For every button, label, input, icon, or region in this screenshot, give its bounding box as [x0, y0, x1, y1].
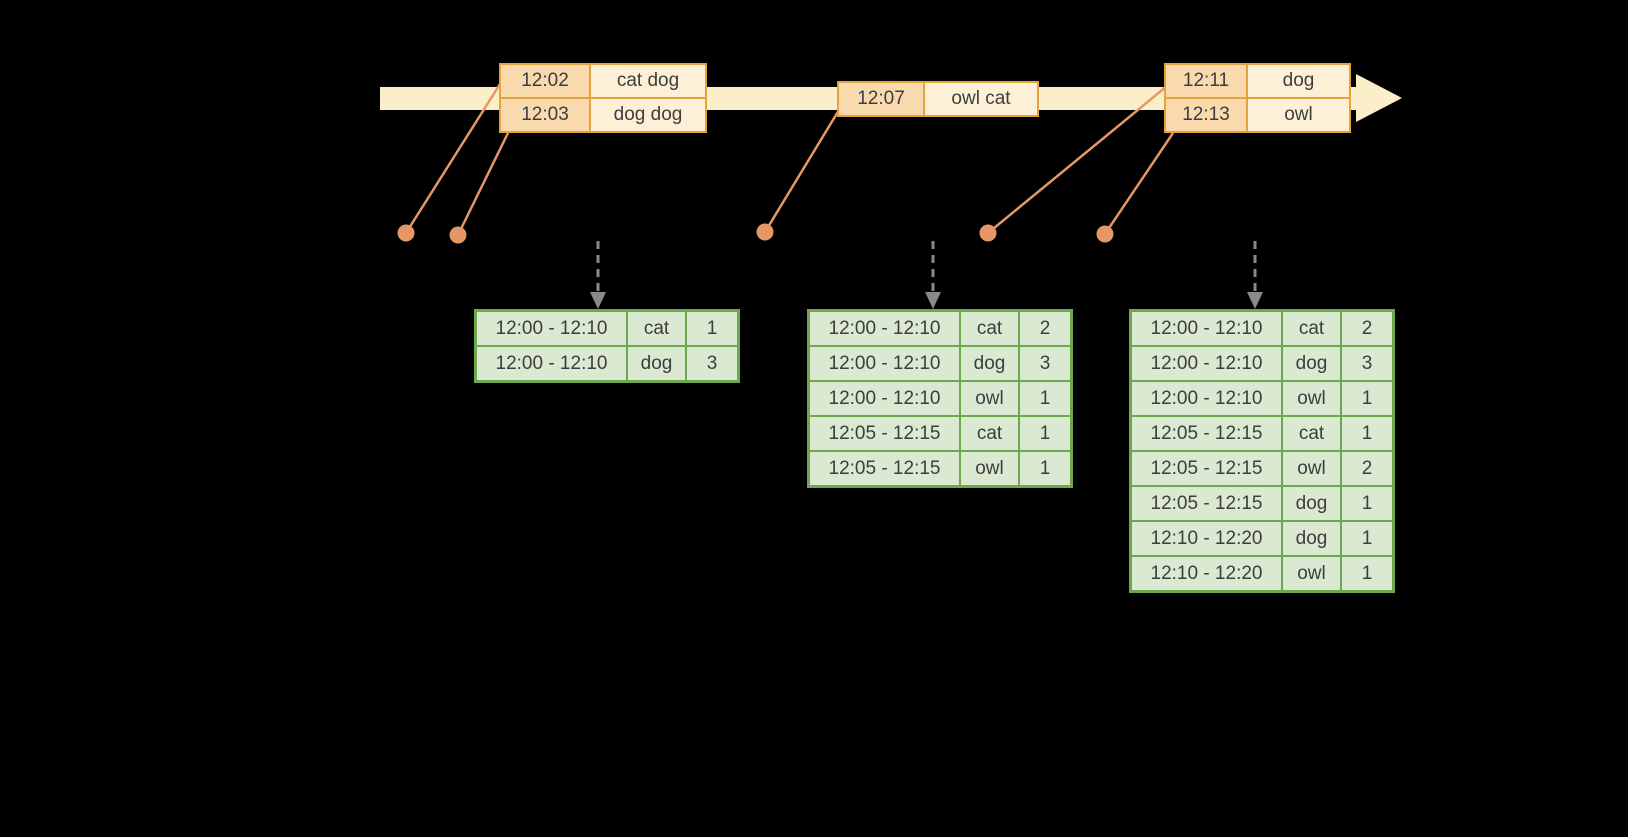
result-count: 1: [1340, 520, 1395, 557]
result-window: 12:00 - 12:10: [474, 309, 628, 347]
event-dot-icon: [397, 224, 415, 242]
record-words: owl cat: [923, 81, 1039, 117]
result-count: 3: [1340, 345, 1395, 382]
record-row: 12:02 cat dog: [499, 63, 707, 99]
record-time: 12:11: [1164, 63, 1248, 99]
result-word: cat: [1281, 309, 1342, 347]
record-words: cat dog: [589, 63, 707, 99]
result-window: 12:05 - 12:15: [1129, 485, 1283, 522]
result-window: 12:05 - 12:15: [807, 450, 961, 488]
result-count: 2: [1340, 450, 1395, 487]
trigger-arrowhead-icon: [925, 292, 941, 309]
input-records-table-1: 12:02 cat dog 12:03 dog dog: [499, 63, 707, 133]
result-window: 12:10 - 12:20: [1129, 520, 1283, 557]
result-window: 12:00 - 12:10: [807, 380, 961, 417]
result-row: 12:05 - 12:15 cat 1: [807, 415, 1073, 452]
result-row: 12:00 - 12:10 dog 3: [1129, 345, 1395, 382]
result-word: cat: [959, 415, 1020, 452]
result-window: 12:00 - 12:10: [474, 345, 628, 383]
record-row: 12:03 dog dog: [499, 97, 707, 133]
result-word: owl: [1281, 450, 1342, 487]
result-window: 12:00 - 12:10: [1129, 309, 1283, 347]
result-window: 12:05 - 12:15: [1129, 415, 1283, 452]
connector-line: [456, 132, 510, 236]
result-window: 12:05 - 12:15: [807, 415, 961, 452]
result-row: 12:00 - 12:10 cat 1: [474, 309, 740, 347]
event-dot-icon: [1096, 225, 1114, 243]
timeline-arrow-icon: [1356, 74, 1402, 122]
record-time: 12:03: [499, 97, 591, 133]
record-words: owl: [1246, 97, 1351, 133]
result-window: 12:05 - 12:15: [1129, 450, 1283, 487]
record-row: 12:11 dog: [1164, 63, 1351, 99]
result-table-3: 12:00 - 12:10 cat 2 12:00 - 12:10 dog 3 …: [1129, 309, 1395, 593]
trigger-arrowhead-icon: [1247, 292, 1263, 309]
result-count: 1: [1340, 380, 1395, 417]
record-time: 12:13: [1164, 97, 1248, 133]
result-count: 1: [1340, 415, 1395, 452]
result-count: 1: [1340, 485, 1395, 522]
result-count: 1: [1018, 415, 1073, 452]
result-word: dog: [626, 345, 687, 383]
connector-line: [1103, 132, 1175, 235]
result-word: owl: [959, 380, 1020, 417]
result-row: 12:05 - 12:15 owl 1: [807, 450, 1073, 488]
record-words: dog dog: [589, 97, 707, 133]
result-count: 2: [1018, 309, 1073, 347]
result-row: 12:00 - 12:10 dog 3: [807, 345, 1073, 382]
event-dot-icon: [979, 224, 997, 242]
result-word: dog: [1281, 485, 1342, 522]
record-row: 12:13 owl: [1164, 97, 1351, 133]
record-time: 12:07: [837, 81, 925, 117]
result-count: 3: [1018, 345, 1073, 382]
input-records-table-2: 12:07 owl cat: [837, 81, 1039, 117]
result-row: 12:05 - 12:15 owl 2: [1129, 450, 1395, 487]
result-word: owl: [1281, 555, 1342, 593]
result-count: 1: [1340, 555, 1395, 593]
record-row: 12:07 owl cat: [837, 81, 1039, 117]
result-row: 12:00 - 12:10 dog 3: [474, 345, 740, 383]
connector-line: [763, 109, 841, 233]
result-word: dog: [1281, 345, 1342, 382]
result-word: dog: [1281, 520, 1342, 557]
event-dot-icon: [756, 223, 774, 241]
result-window: 12:00 - 12:10: [1129, 380, 1283, 417]
result-row: 12:00 - 12:10 cat 2: [807, 309, 1073, 347]
result-window: 12:00 - 12:10: [807, 345, 961, 382]
result-word: owl: [1281, 380, 1342, 417]
result-window: 12:10 - 12:20: [1129, 555, 1283, 593]
record-time: 12:02: [499, 63, 591, 99]
result-word: dog: [959, 345, 1020, 382]
result-row: 12:00 - 12:10 owl 1: [807, 380, 1073, 417]
trigger-arrowhead-icon: [590, 292, 606, 309]
result-word: owl: [959, 450, 1020, 488]
result-row: 12:10 - 12:20 owl 1: [1129, 555, 1395, 593]
result-count: 1: [685, 309, 740, 347]
result-row: 12:10 - 12:20 dog 1: [1129, 520, 1395, 557]
result-count: 1: [1018, 450, 1073, 488]
result-row: 12:00 - 12:10 cat 2: [1129, 309, 1395, 347]
result-row: 12:05 - 12:15 dog 1: [1129, 485, 1395, 522]
record-words: dog: [1246, 63, 1351, 99]
result-window: 12:00 - 12:10: [807, 309, 961, 347]
result-count: 2: [1340, 309, 1395, 347]
result-word: cat: [626, 309, 687, 347]
result-count: 3: [685, 345, 740, 383]
result-row: 12:00 - 12:10 owl 1: [1129, 380, 1395, 417]
result-row: 12:05 - 12:15 cat 1: [1129, 415, 1395, 452]
result-count: 1: [1018, 380, 1073, 417]
result-word: cat: [959, 309, 1020, 347]
result-window: 12:00 - 12:10: [1129, 345, 1283, 382]
result-table-1: 12:00 - 12:10 cat 1 12:00 - 12:10 dog 3: [474, 309, 740, 383]
event-dot-icon: [449, 226, 467, 244]
input-records-table-3: 12:11 dog 12:13 owl: [1164, 63, 1351, 133]
result-table-2: 12:00 - 12:10 cat 2 12:00 - 12:10 dog 3 …: [807, 309, 1073, 488]
result-word: cat: [1281, 415, 1342, 452]
